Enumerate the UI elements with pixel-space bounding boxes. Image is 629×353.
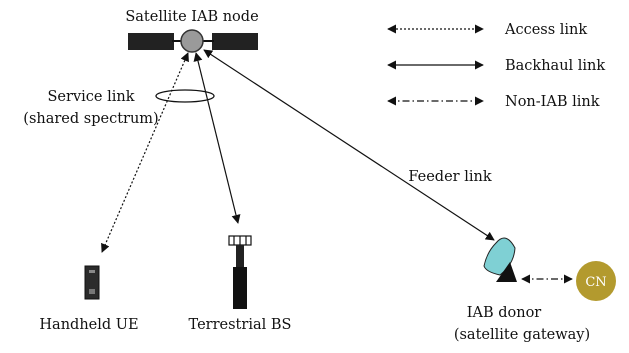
core-network-icon: CN <box>576 261 616 301</box>
access-link-line <box>101 52 189 253</box>
service-link-label: Service link <box>48 89 135 105</box>
solar-panel-right <box>212 33 258 50</box>
service-link-sublabel: (shared spectrum) <box>23 111 158 127</box>
iab-donor-sublabel: (satellite gateway) <box>454 327 590 343</box>
feeder-link-label: Feeder link <box>408 169 491 185</box>
satellite-dish-icon <box>483 237 517 282</box>
satellite-label: Satellite IAB node <box>125 9 258 25</box>
core-network-label: CN <box>585 275 606 290</box>
solar-panel-left <box>128 33 174 50</box>
legend-non-iab-label: Non-IAB link <box>505 94 600 110</box>
base-station-tower-icon <box>228 235 252 309</box>
legend-backhaul-label: Backhaul link <box>505 58 605 74</box>
satellite-icon <box>128 29 258 53</box>
feeder-link-line <box>203 49 495 241</box>
legend-access-label: Access link <box>504 22 587 38</box>
backhaul-link-to-bs <box>193 52 241 224</box>
iab-donor-label: IAB donor <box>467 305 542 321</box>
handheld-phone-icon <box>84 265 100 300</box>
legend: Access link Backhaul link Non-IAB link <box>387 22 605 110</box>
satellite-body <box>180 29 204 53</box>
terrestrial-bs-label: Terrestrial BS <box>189 317 292 333</box>
handheld-ue-label: Handheld UE <box>39 317 138 333</box>
